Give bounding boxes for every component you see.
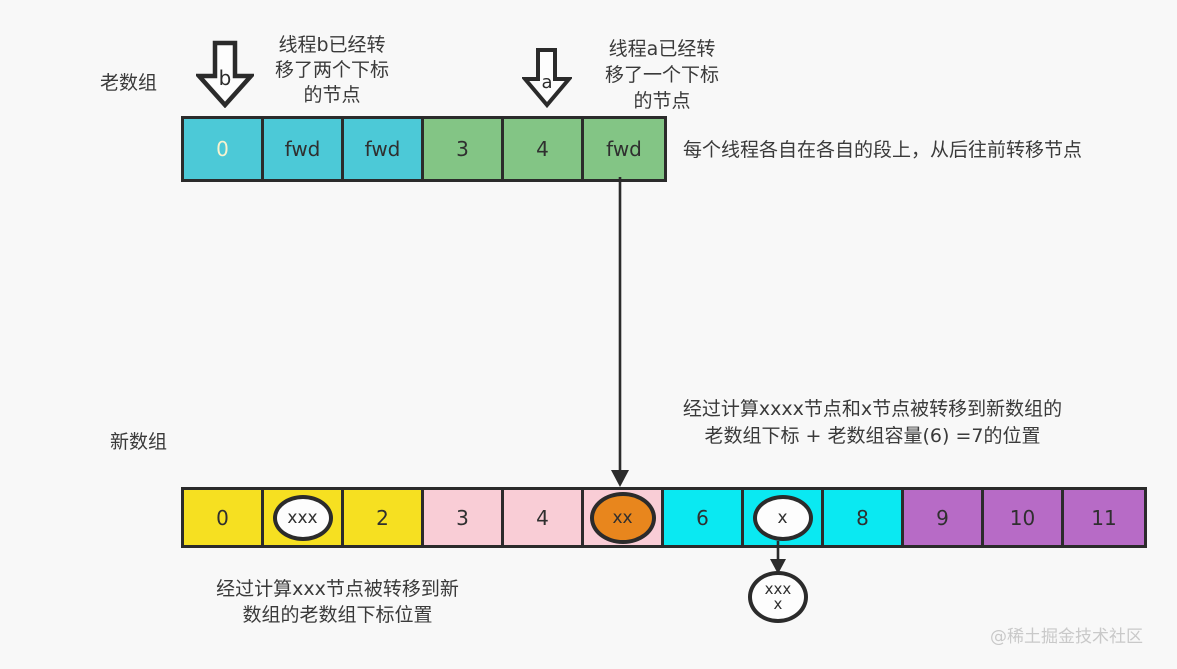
thread-a-letter: a [541, 72, 552, 93]
cell-value: 9 [936, 505, 949, 530]
new-array-cell-11: 11 [1064, 490, 1144, 545]
old-array-cell-3: 3 [424, 119, 504, 179]
thread-b-letter: b [219, 66, 232, 90]
transfer-arrow-down-icon [611, 177, 629, 487]
new-array-above-note-line: 老数组下标 + 老数组容量(6) =7的位置 [704, 425, 1041, 447]
cell-value: 8 [856, 505, 869, 530]
cell-value: 3 [456, 505, 469, 530]
cell-value: fwd [284, 137, 321, 161]
thread-b-note-line: 的节点 [303, 84, 361, 106]
new-array-cell-5: xx [584, 490, 664, 545]
thread-a-note-line: 线程a已经转 [608, 38, 716, 60]
node-label: xxx [764, 580, 792, 598]
old-array-cell-0: 0 [184, 119, 264, 179]
node-label: xx [612, 507, 633, 528]
new-array-cell-9: 9 [904, 490, 984, 545]
new-array-cell-6: 6 [664, 490, 744, 545]
old-array: 0 fwd fwd 3 4 fwd [181, 116, 667, 182]
cell-value: 0 [216, 137, 229, 161]
new-array-above-note: 经过计算xxxx节点和x节点被转移到新数组的 老数组下标 + 老数组容量(6) … [655, 396, 1090, 450]
thread-a-note: 线程a已经转 移了一个下标 的节点 [578, 36, 746, 114]
new-array-cell-4: 4 [504, 490, 584, 545]
watermark: @稀土掘金技术社区 [990, 627, 1143, 647]
cell-value: 4 [536, 137, 549, 161]
old-array-cell-2: fwd [344, 119, 424, 179]
node-oval-x: x [752, 494, 813, 541]
thread-a-pointer-arrow-icon: a [522, 48, 572, 108]
cell-value: 2 [376, 505, 389, 530]
new-array-label: 新数组 [110, 431, 168, 453]
new-array-cell-0: 0 [184, 490, 264, 545]
thread-b-note: 线程b已经转 移了两个下标 的节点 [248, 33, 416, 108]
node-label: x [777, 507, 788, 528]
new-array-below-note-line: 数组的老数组下标位置 [242, 604, 433, 626]
detached-node-oval: xxx x [748, 571, 808, 623]
node-oval-xx: xx [589, 491, 656, 544]
old-array-cell-5: fwd [584, 119, 664, 179]
old-array-cell-4: 4 [504, 119, 584, 179]
thread-a-note-line: 的节点 [633, 90, 691, 112]
cell-value: fwd [606, 137, 642, 161]
cell-value: 4 [536, 505, 549, 530]
thread-a-note-line: 移了一个下标 [604, 64, 719, 86]
node-move-arrow-down-icon [770, 541, 786, 574]
cell-value: fwd [364, 137, 401, 161]
new-array-cell-7: x [744, 490, 824, 545]
cell-value: 6 [696, 505, 709, 530]
cell-value: 10 [1009, 505, 1036, 530]
old-array-cell-1: fwd [264, 119, 344, 179]
thread-b-note-line: 线程b已经转 [278, 34, 386, 56]
old-array-side-note: 每个线程各自在各自的段上，从后往前转移节点 [683, 139, 1083, 161]
new-array-cell-10: 10 [984, 490, 1064, 545]
node-oval-xxx: xxx [272, 494, 333, 541]
node-label: x [773, 595, 783, 613]
new-array-cell-8: 8 [824, 490, 904, 545]
node-label: xxx [287, 507, 318, 528]
cell-value: 11 [1091, 505, 1117, 530]
new-array-above-note-line: 经过计算xxxx节点和x节点被转移到新数组的 [682, 398, 1063, 420]
cell-value: 0 [216, 505, 229, 530]
new-array-cell-3: 3 [424, 490, 504, 545]
new-array-below-note-line: 经过计算xxx节点被转移到新 [216, 578, 459, 600]
thread-b-pointer-arrow-icon: b [196, 40, 254, 108]
thread-b-note-line: 移了两个下标 [274, 59, 389, 81]
new-array-cell-1: xxx [264, 490, 344, 545]
new-array-below-note: 经过计算xxx节点被转移到新 数组的老数组下标位置 [190, 576, 485, 628]
cell-value: 3 [456, 137, 469, 161]
new-array: 0 xxx 2 3 4 xx 6 x 8 9 10 11 [181, 487, 1147, 548]
new-array-cell-2: 2 [344, 490, 424, 545]
old-array-label: 老数组 [100, 72, 158, 94]
